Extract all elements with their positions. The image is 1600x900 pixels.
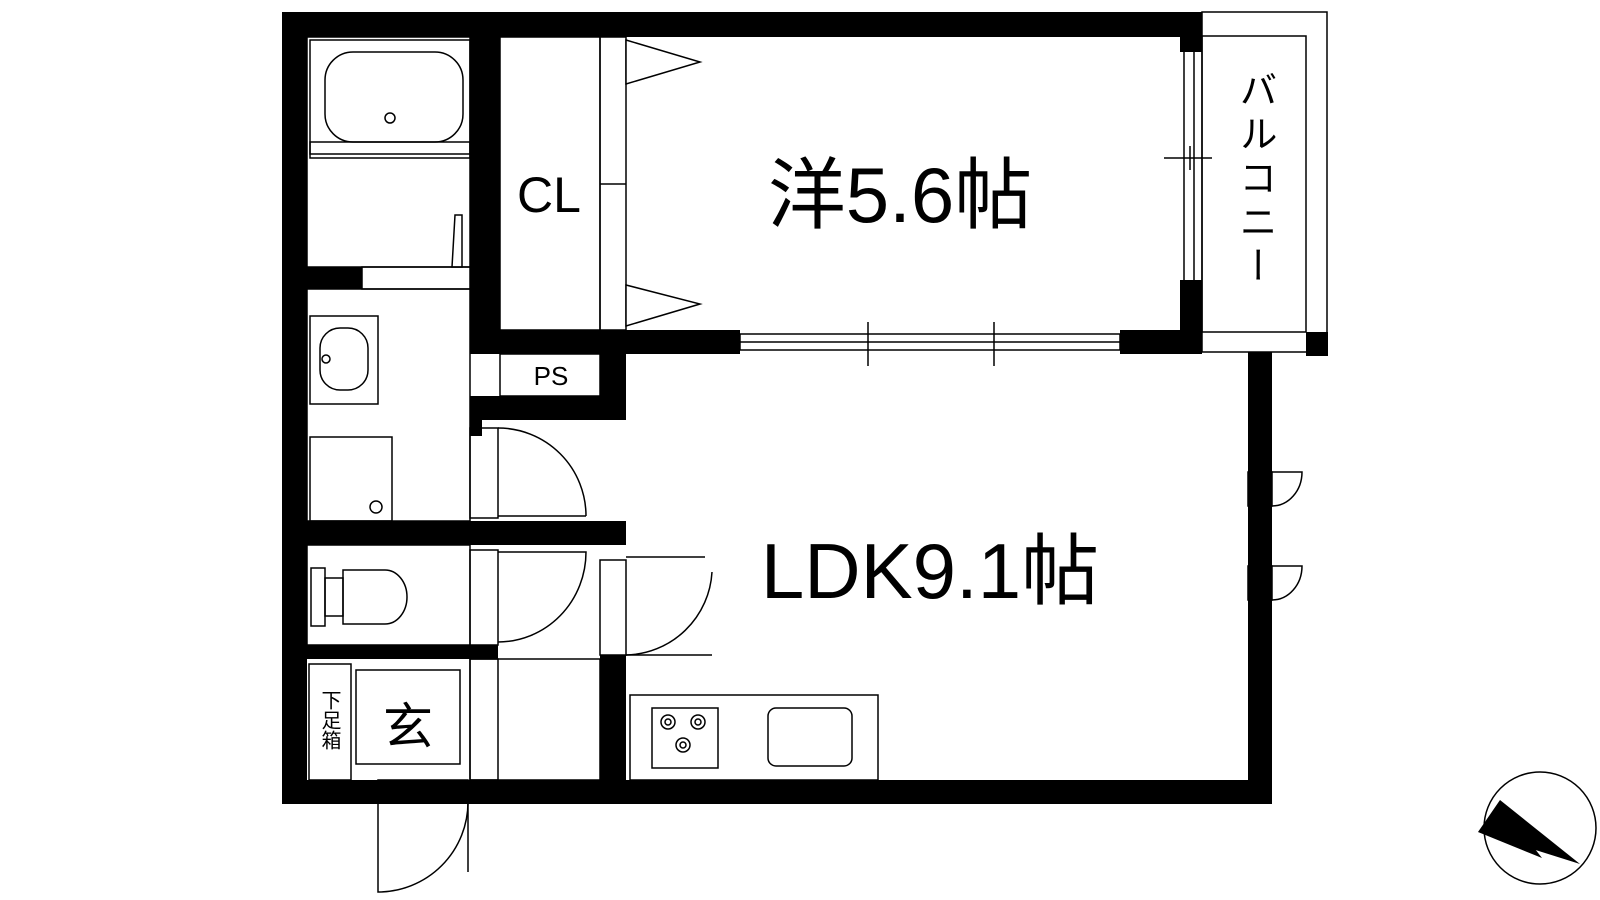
kitchen-sink-icon <box>767 707 853 767</box>
western-room-label: 洋5.6帖 <box>768 151 1032 239</box>
toilet-room <box>306 544 587 646</box>
bathroom <box>306 36 471 290</box>
toilet-icon <box>310 567 408 627</box>
western-room: 洋5.6帖 <box>739 151 1121 366</box>
ldk-label: LDK9.1帖 <box>761 527 1099 615</box>
washing-machine-pan-icon <box>309 436 393 522</box>
washbasin-icon <box>309 315 379 405</box>
outer-walls <box>282 12 1272 804</box>
washroom <box>306 288 587 522</box>
north-arrow-icon <box>1478 771 1597 885</box>
interior-walls <box>282 12 1202 800</box>
bathtub-icon <box>309 39 471 159</box>
entrance: 下足箱 玄 <box>308 658 601 893</box>
svg-text:バルコニー: バルコニー <box>1233 70 1277 290</box>
pipe-space: PS <box>499 353 601 397</box>
closet: CL <box>499 36 703 331</box>
entrance-label: 玄 <box>383 699 433 755</box>
balcony: バルコニー <box>1164 11 1328 356</box>
closet-label: CL <box>517 167 581 223</box>
kitchen-counter <box>629 694 879 781</box>
shoe-box: 下足箱 <box>308 663 352 781</box>
gas-stove-icon <box>660 714 706 753</box>
ldk: LDK9.1帖 <box>599 471 1303 781</box>
shoe-box-label: 下足箱 <box>318 690 342 750</box>
pipe-space-label: PS <box>534 361 569 391</box>
balcony-label: バルコニー <box>1233 70 1277 290</box>
